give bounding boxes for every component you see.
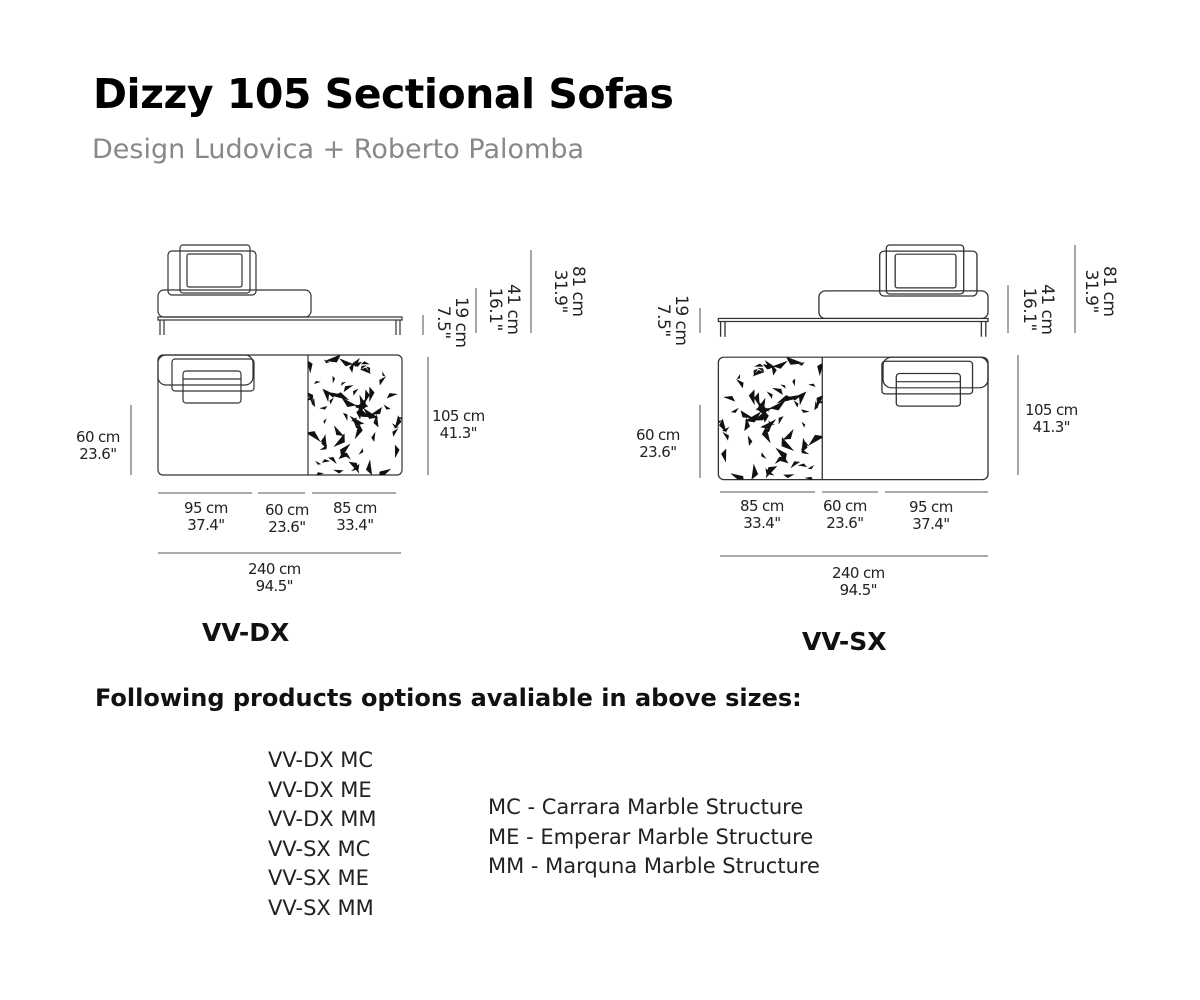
product-code: VV-SX MM	[268, 895, 374, 920]
product-code-list: VV-DX MC VV-DX ME VV-DX MM VV-SX MC VV-S…	[268, 746, 377, 923]
legend-item: MC - Carrara Marble Structure	[488, 795, 804, 819]
designer-subtitle: Design Ludovica + Roberto Palomba	[92, 134, 585, 165]
product-code: VV-SX MC	[268, 836, 371, 861]
product-code: VV-DX MC	[268, 748, 374, 772]
sofa-vv-dx-drawing	[158, 245, 409, 480]
finish-legend: MC - Carrara Marble Structure ME - Emper…	[488, 793, 820, 882]
model-label-vv-sx: VV-SX	[802, 627, 887, 656]
page-title: Dizzy 105 Sectional Sofas	[93, 70, 674, 118]
options-heading: Following products options avaliable in …	[95, 684, 802, 712]
product-code: VV-DX MM	[268, 807, 377, 831]
product-code: VV-DX ME	[268, 777, 372, 802]
model-label-vv-dx: VV-DX	[202, 618, 290, 647]
legend-item: ME - Emperar Marble Structure	[488, 824, 814, 849]
sofa-vv-sx-drawing	[711, 245, 988, 485]
legend-item: MM - Marquna Marble Structure	[488, 854, 820, 878]
dimension-lines	[130, 245, 1076, 557]
product-code: VV-SX ME	[268, 866, 369, 890]
